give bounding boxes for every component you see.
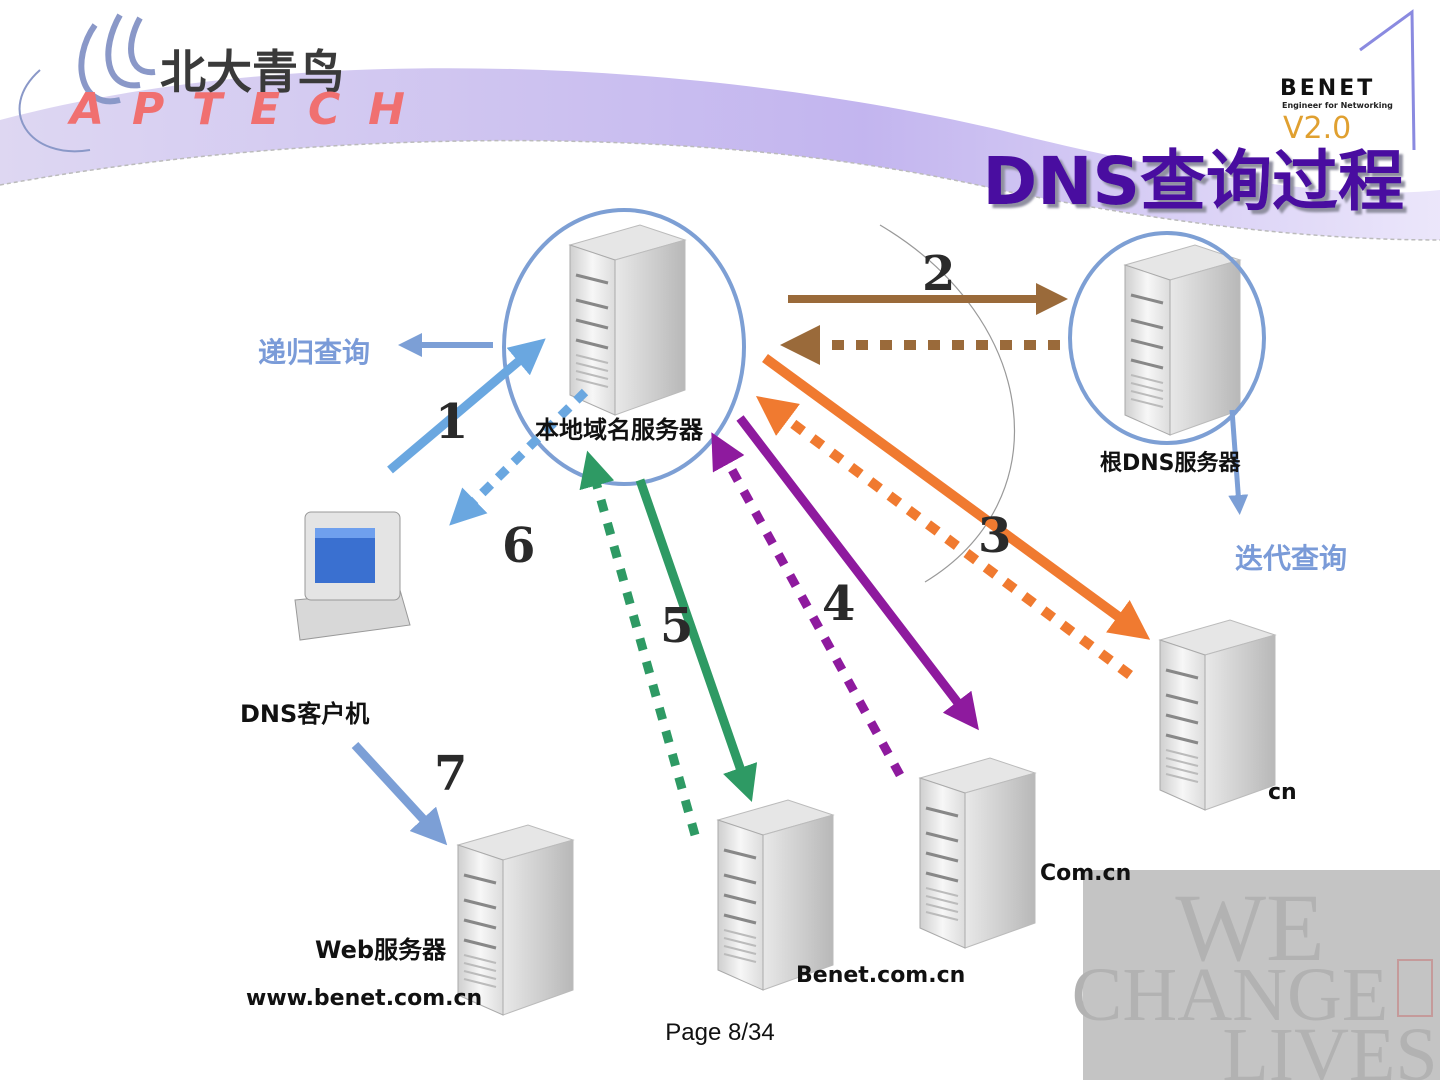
root-dns-label: 根DNS服务器 [1100, 451, 1242, 476]
page-number: Page 8/34 [665, 1019, 774, 1046]
local-dns-circle [502, 208, 746, 486]
local-dns-label: 本地域名服务器 [535, 416, 704, 444]
seal-stamp [1397, 959, 1433, 1017]
arrow-iterative [1228, 409, 1249, 515]
step-7-label: 7 [434, 746, 467, 802]
benet-server-icon [716, 799, 835, 991]
arrow-step-4-reply [711, 432, 904, 778]
logo-cn-text: 北大青鸟 [160, 45, 344, 99]
web-server-icon [456, 824, 575, 1016]
cn-server-icon [1158, 619, 1277, 811]
arrow-step-6 [449, 388, 589, 526]
page-title: DNS查询过程 [982, 143, 1404, 220]
root-dns-server-icon [1123, 244, 1242, 436]
root-dns-circle [1068, 231, 1266, 445]
svg-text:WE: WE [1175, 874, 1324, 981]
step-1-label: 1 [435, 394, 468, 450]
svg-text:LIVES: LIVES [1222, 1013, 1437, 1080]
watermark: WE CHANGE LIVES [1072, 870, 1440, 1080]
step-4-label: 4 [822, 576, 855, 632]
web-server-label: Web服务器 [315, 936, 447, 964]
benet-label: Benet.com.cn [796, 963, 965, 988]
header-swoosh [0, 68, 1440, 240]
brand-tagline: Engineer for Networking [1282, 101, 1393, 110]
step-6-label: 6 [502, 518, 535, 574]
arrow-step-5-reply [579, 450, 700, 837]
svg-text:CHANGE: CHANGE [1072, 953, 1389, 1037]
client-label: DNS客户机 [240, 700, 369, 728]
com-cn-server-icon [918, 757, 1037, 949]
version-text: V2.0 [1283, 111, 1351, 146]
arrow-step-7 [351, 741, 448, 846]
arrow-step-5-query [635, 478, 758, 803]
background-arc [879, 224, 1016, 583]
arrow-step-3-query [762, 353, 1151, 640]
client-computer-icon [294, 511, 411, 641]
local-dns-server-icon [568, 224, 687, 416]
step-3-label: 3 [978, 508, 1011, 564]
benet-logo: BENET Engineer for Networking V2.0 [1280, 9, 1416, 151]
cn-label: cn [1268, 780, 1297, 805]
step-5-label: 5 [660, 598, 693, 654]
recursive-query-label: 递归查询 [258, 336, 370, 369]
iterative-query-label: 迭代查询 [1235, 542, 1347, 575]
com-cn-label: Com.cn [1040, 861, 1131, 886]
arrow-step-3-reply [755, 396, 1133, 680]
brand-text: BENET [1280, 76, 1375, 101]
arrow-step-1 [387, 338, 546, 474]
arrow-step-4-query [736, 415, 979, 731]
web-host-label: www.benet.com.cn [246, 986, 482, 1011]
step-2-label: 2 [922, 246, 955, 302]
